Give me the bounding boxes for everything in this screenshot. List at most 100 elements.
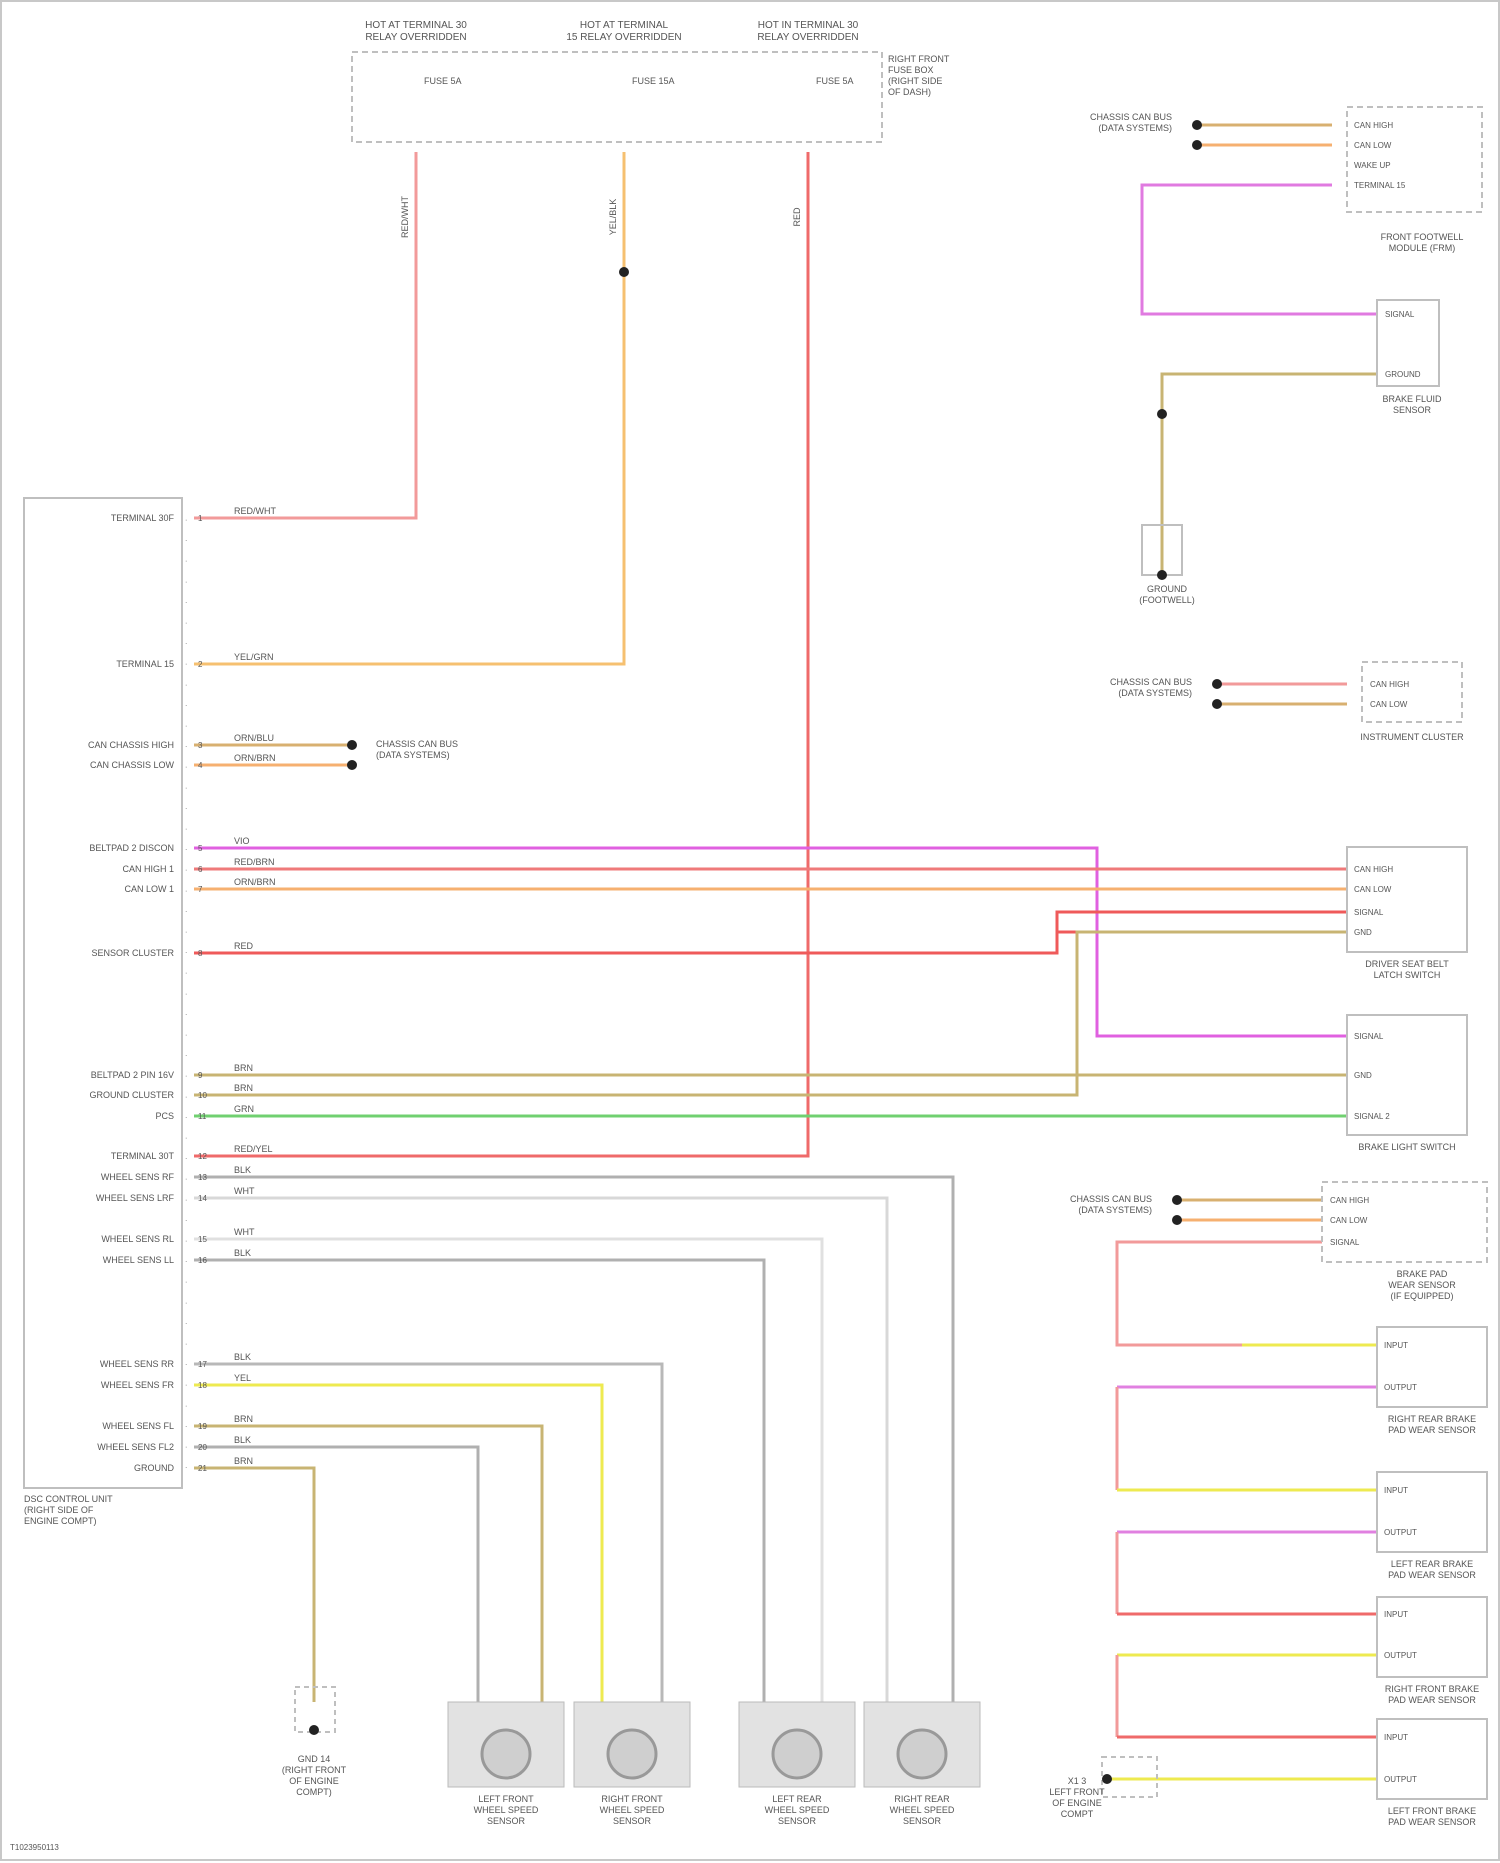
ground-name: COMPT (1061, 1809, 1094, 1819)
module-name: (RIGHT SIDE OF (24, 1505, 94, 1515)
component-pin-label: CAN LOW (1330, 1216, 1368, 1225)
wheel-speed-sensor (864, 1702, 980, 1787)
module-pin-number: 11 (198, 1112, 207, 1121)
module-pin-tick: · (185, 1403, 187, 1410)
connection-label: (DATA SYSTEMS) (1118, 688, 1192, 698)
module-pin-tick: · (185, 1382, 187, 1389)
module-pin-tick: · (185, 1423, 187, 1430)
module-wire-label: WHT (234, 1186, 255, 1196)
module-pin-label: CAN HIGH 1 (122, 864, 174, 874)
module-wire-label: BLK (234, 1248, 251, 1258)
component-pin-label: CAN HIGH (1330, 1196, 1369, 1205)
lf-box (1377, 1719, 1487, 1799)
module-pin-label: BELTPAD 2 PIN 16V (91, 1070, 174, 1080)
component-name: DRIVER SEAT BELT (1365, 959, 1449, 969)
component-pin-label: CAN HIGH (1354, 865, 1393, 874)
module-wire-label: YEL/GRN (234, 652, 274, 662)
component-name: FRONT FOOTWELL (1381, 232, 1464, 242)
connection-label: (DATA SYSTEMS) (1078, 1205, 1152, 1215)
module-wire-label: RED (234, 941, 254, 951)
module-pin-tick: · (185, 1259, 187, 1266)
module-pin-tick: · (185, 826, 187, 833)
module-pin-tick: · (185, 929, 187, 936)
module-pin-tick: · (185, 538, 187, 545)
splice-dot (619, 267, 629, 277)
connection-label: CHASSIS CAN BUS (1090, 112, 1172, 122)
module-pin-label: TERMINAL 30T (111, 1151, 175, 1161)
wheel-sensor-name: WHEEL SPEED (890, 1805, 955, 1815)
component-name: WEAR SENSOR (1388, 1280, 1456, 1290)
module-pin-label: SENSOR CLUSTER (91, 948, 174, 958)
sensor-wheel (608, 1730, 656, 1778)
fuse-label: FUSE 15A (632, 76, 675, 86)
module-pin-number: 1 (198, 514, 203, 523)
wire-term30f (194, 152, 416, 518)
component-pin-label: TERMINAL 15 (1354, 181, 1406, 190)
module-pin-tick: · (185, 1073, 187, 1080)
module-wire-label: BRN (234, 1456, 253, 1466)
component-name: BRAKE LIGHT SWITCH (1358, 1142, 1455, 1152)
module-pin-tick: · (185, 517, 187, 524)
module-pin-number: 4 (198, 761, 203, 770)
fuse-title: HOT AT TERMINAL 30 (365, 20, 467, 31)
module-pin-number: 21 (198, 1464, 207, 1473)
component-pin-label: SIGNAL 2 (1354, 1112, 1390, 1121)
module-pin-tick: · (185, 950, 187, 957)
component-pin-label: INPUT (1384, 1486, 1408, 1495)
module-pin-label: WHEEL SENS RF (101, 1172, 175, 1182)
component-name: (IF EQUIPPED) (1390, 1291, 1453, 1301)
component-pin-label: CAN LOW (1354, 141, 1392, 150)
component-pin-label: OUTPUT (1384, 1651, 1417, 1660)
splice-dot (347, 760, 357, 770)
rr-box (1377, 1327, 1487, 1407)
component-pin-label: OUTPUT (1384, 1775, 1417, 1784)
module-pin-label: WHEEL SENS LL (103, 1255, 174, 1265)
component-pin-label: SIGNAL (1354, 908, 1384, 917)
module-pin-tick: · (185, 1238, 187, 1245)
module-pin-tick: · (185, 805, 187, 812)
module-pin-tick: · (185, 682, 187, 689)
fuse-label: FUSE 5A (816, 76, 854, 86)
wire-ws-5 (194, 1364, 662, 1702)
component-pin-label: OUTPUT (1384, 1383, 1417, 1392)
module-pin-label: WHEEL SENS LRF (96, 1193, 175, 1203)
component-name: LATCH SWITCH (1374, 970, 1441, 980)
module-pin-tick: · (185, 620, 187, 627)
module-pin-number: 16 (198, 1256, 207, 1265)
fuse-box-note: FUSE BOX (888, 65, 934, 75)
component-name: PAD WEAR SENSOR (1388, 1695, 1476, 1705)
component-name: MODULE (FRM) (1389, 243, 1456, 253)
ground-name: (FOOTWELL) (1139, 595, 1195, 605)
wheel-sensor-name: SENSOR (613, 1816, 652, 1826)
module-pin-tick: · (185, 599, 187, 606)
module-wire-label: BLK (234, 1165, 251, 1175)
connection-label: CHASSIS CAN BUS (1110, 677, 1192, 687)
wire-brake-fluid (1162, 374, 1377, 575)
module-pin-number: 8 (198, 949, 203, 958)
connection-label: CHASSIS CAN BUS (1070, 1194, 1152, 1204)
wheel-sensor-name: WHEEL SPEED (474, 1805, 539, 1815)
splice-dot (1192, 140, 1202, 150)
module-wire-label: BLK (234, 1435, 251, 1445)
module-pin-number: 14 (198, 1194, 207, 1203)
module-wire-label: RED/YEL (234, 1144, 273, 1154)
fuse-wire-label: YEL/BLK (608, 199, 618, 236)
module-pin-number: 20 (198, 1443, 207, 1452)
module-wire-label: RED/WHT (234, 506, 276, 516)
fuse-box-outline (352, 52, 882, 142)
module-pin-tick: · (185, 785, 187, 792)
wheel-sensor-name: RIGHT FRONT (601, 1794, 663, 1804)
module-wire-label: RED/BRN (234, 857, 275, 867)
wire-ws-3 (194, 1239, 822, 1702)
module-pin-tick: · (185, 1094, 187, 1101)
component-pin-label: CAN HIGH (1370, 680, 1409, 689)
component-name: RIGHT REAR BRAKE (1388, 1414, 1476, 1424)
module-box (24, 498, 182, 1488)
wheel-sensor-name: WHEEL SPEED (600, 1805, 665, 1815)
component-name: BRAKE PAD (1397, 1269, 1448, 1279)
module-pin-tick: · (185, 558, 187, 565)
wire-bpw-3 (1117, 1242, 1322, 1345)
ground-dot (1102, 1774, 1112, 1784)
wire-brn-2 (194, 932, 1347, 1095)
ground-dot (1157, 570, 1167, 580)
